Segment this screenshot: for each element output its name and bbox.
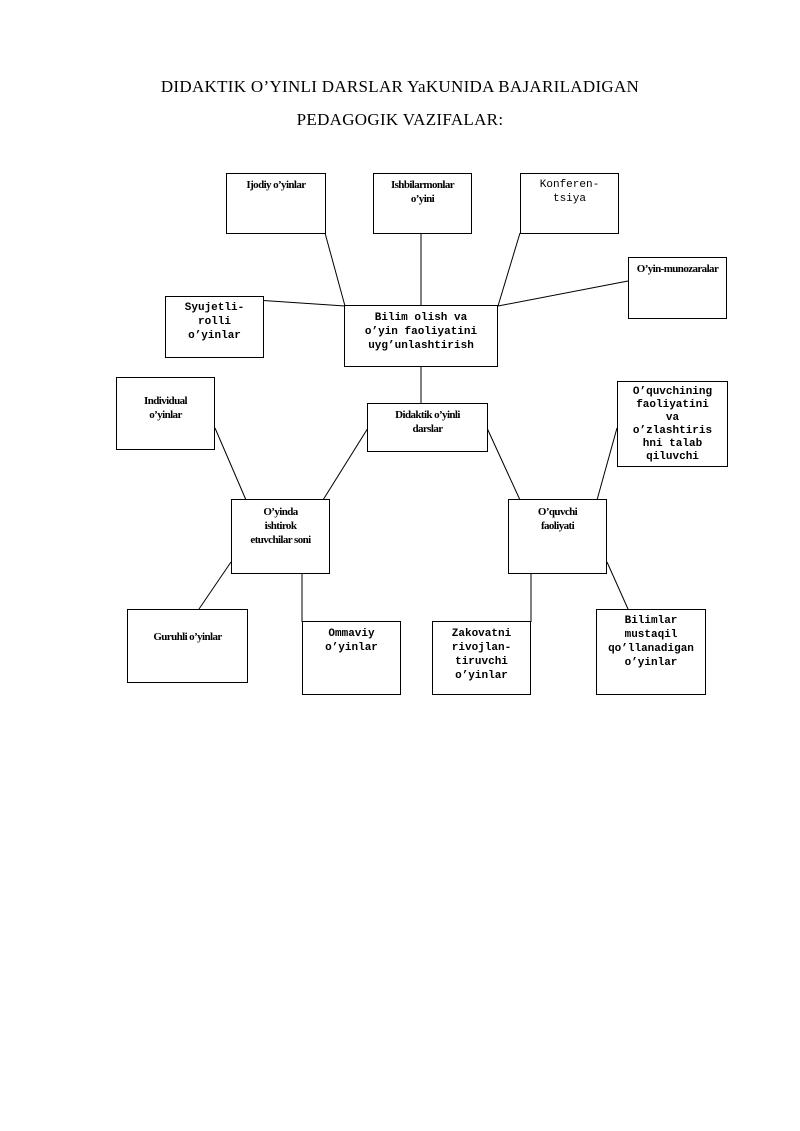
node-oyin-munozaralar: O’yin-munozaralar <box>628 257 727 319</box>
node-ijodiy-oyinlar: Ijodiy o’yinlar <box>226 173 326 234</box>
node-guruhli-oyinlar: Guruhli o’yinlar <box>127 609 248 683</box>
node-bilimlar-mustaqil: Bilimlar mustaqil qo’llanadigan o’yinlar <box>596 609 706 695</box>
node-ommaviy-oyinlar: Ommaviy o’yinlar <box>302 621 401 695</box>
node-konferentsiya: Konferen- tsiya <box>520 173 619 234</box>
page-title-line-2: PEDAGOGIK VAZIFALAR: <box>296 110 504 129</box>
link-didaktik-ishtirok <box>322 427 369 501</box>
node-zakovatni-rivojlantiruvchi: Zakovatni rivojlan- tiruvchi o’yinlar <box>432 621 531 695</box>
node-didaktik-oyinli-darslar: Didaktik o’yinli darslar <box>367 403 488 452</box>
link-konferentsiya-bilim <box>497 232 521 307</box>
link-didaktik-oquvchi <box>486 427 521 501</box>
node-individual-oyinlar: Individual o’yinlar <box>116 377 215 450</box>
link-oquvchi-bilimlar <box>606 561 629 610</box>
node-ishtirokchilar-soni: O’yinda ishtirok etuvchilar soni <box>231 499 330 574</box>
link-oyinmunozara-bilim <box>497 280 629 307</box>
node-syujetli-rolli-oyinlar: Syujetli- rolli o’yinlar <box>165 296 264 358</box>
link-individual-ishtirok <box>214 427 247 501</box>
link-ijodiy-bilim <box>324 232 346 307</box>
node-oquvchi-faoliyati: O’quvchi faoliyati <box>508 499 607 574</box>
node-oquvchining-faoliyatini: O’quvchining faoliyatini va o’zlashtiris… <box>617 381 728 467</box>
link-ishtirok-guruhli <box>198 561 232 610</box>
node-bilim-olish: Bilim olish va o’yin faoliyatini uyg’unl… <box>344 305 498 367</box>
link-oquvchining-oquvchi <box>596 427 618 501</box>
page-title-line-1: DIDAKTIK O’YINLI DARSLAR YaKUNIDA BAJARI… <box>160 77 640 96</box>
node-ishbilarmonlar-oyini: Ishbilarmonlar o’yini <box>373 173 472 234</box>
